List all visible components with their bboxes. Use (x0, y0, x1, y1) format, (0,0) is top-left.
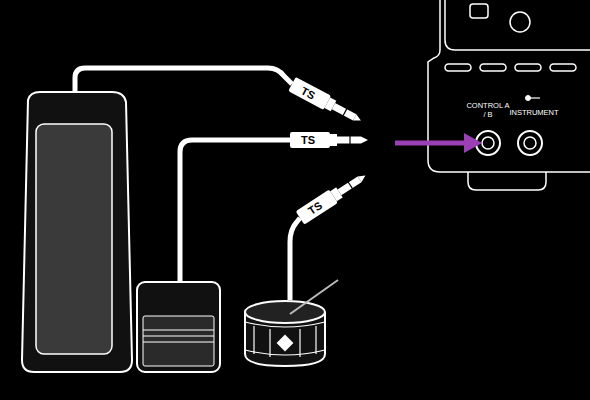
instrument-icon (526, 96, 541, 101)
footswitch (137, 282, 220, 372)
ts-plug (290, 132, 368, 148)
jack-label: INSTRUMENT (509, 108, 558, 117)
expression-pedal (22, 92, 132, 372)
jack-label: CONTROL A / B (466, 101, 510, 119)
ts-plug (288, 77, 364, 128)
ts-plug (296, 169, 370, 225)
connection-arrow (395, 133, 482, 153)
plug-label: TS (299, 134, 317, 146)
drum (245, 280, 338, 366)
device-housing (428, 0, 590, 190)
